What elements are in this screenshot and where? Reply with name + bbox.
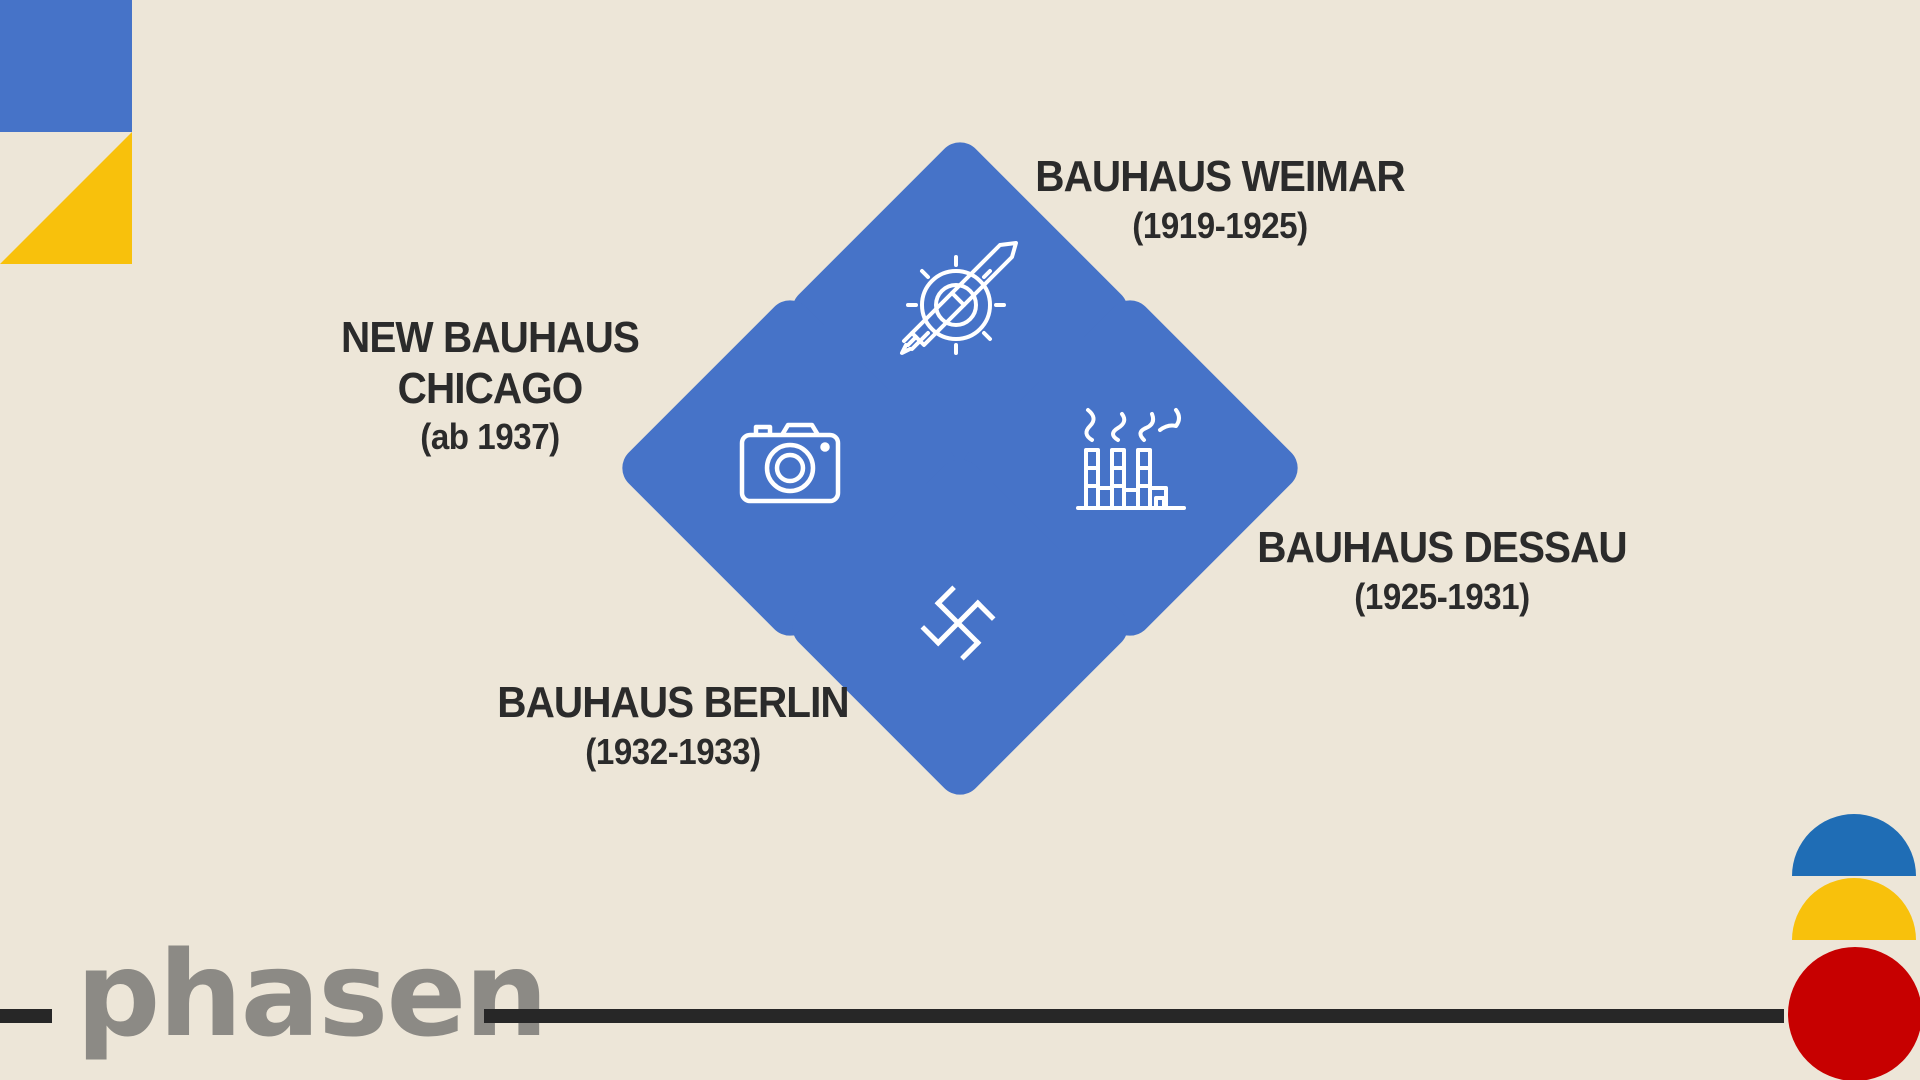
phase-name: NEW BAUHAUS CHICAGO (341, 313, 640, 413)
phase-name: BAUHAUS BERLIN (497, 678, 849, 727)
phase-name: BAUHAUS DESSAU (1257, 523, 1627, 572)
factory-icon (1076, 408, 1186, 510)
phase-label-chicago: NEW BAUHAUS CHICAGO (ab 1937) (230, 313, 750, 459)
phase-years: (ab 1937) (420, 416, 560, 458)
phase-label-dessau: BAUHAUS DESSAU (1925-1931) (1212, 523, 1672, 619)
phase-label-berlin: BAUHAUS BERLIN (1932-1933) (463, 678, 883, 774)
phase-label-weimar: BAUHAUS WEIMAR (1919-1925) (990, 152, 1450, 248)
phase-years: (1925-1931) (1354, 575, 1530, 617)
camera-icon (739, 422, 841, 504)
gear-pencil-icon (900, 241, 1018, 355)
phase-years: (1919-1925) (1132, 204, 1308, 246)
footer-title: phasen (76, 925, 548, 1063)
decorative-circles (1788, 814, 1920, 1080)
decorative-yellow-triangle (0, 132, 132, 264)
footer-divider-left (0, 1009, 52, 1023)
diamond-berlin (792, 459, 1128, 795)
phase-years: (1932-1933) (585, 730, 761, 772)
footer-divider (484, 1009, 1784, 1023)
decorative-blue-square (0, 0, 132, 132)
phase-name: BAUHAUS WEIMAR (1035, 152, 1405, 201)
swastika-icon (920, 585, 996, 661)
